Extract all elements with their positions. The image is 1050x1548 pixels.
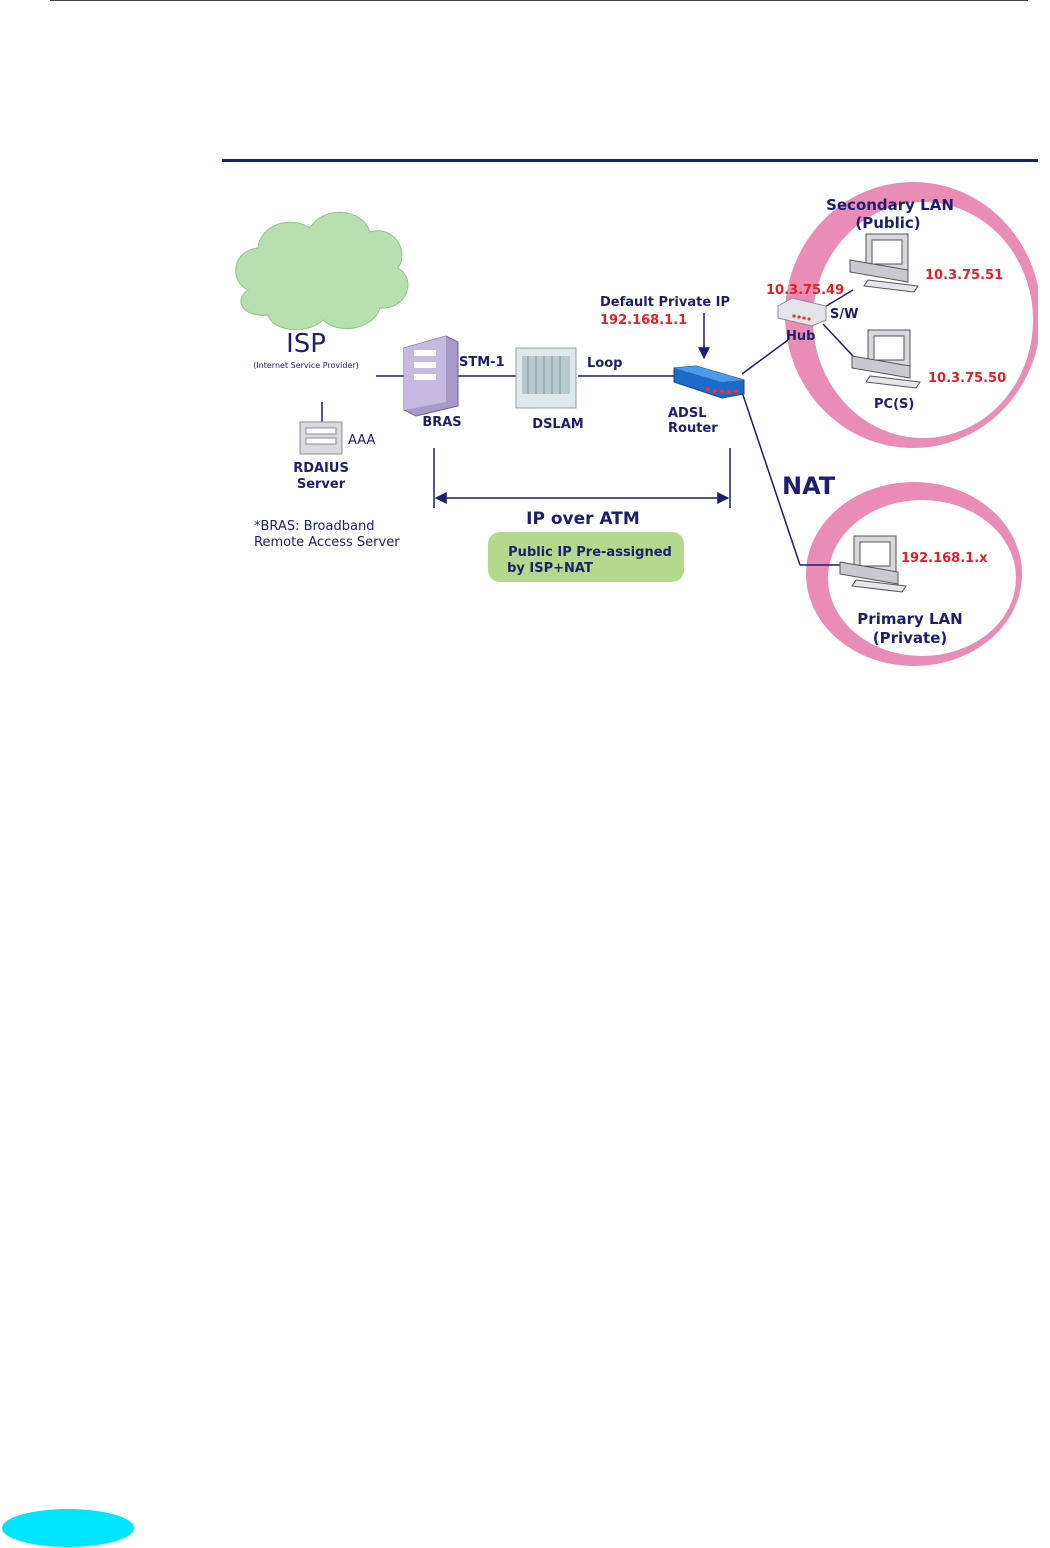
default-ip-label: Default Private IP bbox=[600, 295, 730, 310]
section-rule bbox=[222, 159, 1038, 162]
bras-tower-icon bbox=[403, 335, 459, 417]
primary-ip-label: 192.168.1.x bbox=[901, 551, 988, 566]
ip-over-atm-bracket bbox=[433, 448, 731, 508]
cloud-icon bbox=[235, 211, 409, 331]
sw-label: S/W bbox=[830, 307, 858, 322]
dslam-icon bbox=[515, 347, 577, 409]
primary-lan-title-line2: (Private) bbox=[873, 629, 948, 647]
public-ip-line1: Public IP Pre-assigned bbox=[508, 545, 672, 560]
router-label-line2: Router bbox=[668, 421, 718, 436]
computer-icon bbox=[849, 233, 919, 293]
secondary-lan-title-line2: (Public) bbox=[855, 214, 920, 232]
isp-sub-label: (Internet Service Provider) bbox=[253, 361, 359, 370]
primary-lan-title-line1: Primary LAN bbox=[857, 610, 962, 628]
computer-icon bbox=[851, 329, 921, 389]
computer-icon bbox=[839, 535, 907, 593]
hub-ip-label: 10.3.75.49 bbox=[766, 283, 844, 298]
server-icon bbox=[299, 421, 343, 455]
loop-label: Loop bbox=[587, 356, 622, 371]
page-number-badge bbox=[2, 1509, 134, 1547]
ip-over-atm-label: IP over ATM bbox=[526, 509, 640, 529]
stm1-label: STM-1 bbox=[459, 355, 505, 370]
default-ip-value: 192.168.1.1 bbox=[600, 313, 687, 328]
top-rule bbox=[50, 0, 1028, 1]
connection-lines bbox=[321, 289, 854, 566]
bras-note-line1: *BRAS: Broadband bbox=[254, 519, 374, 534]
aaa-label: AAA bbox=[348, 433, 376, 448]
pcs-label: PC(S) bbox=[874, 397, 914, 412]
router-icon bbox=[673, 365, 745, 399]
public-ip-box bbox=[488, 532, 684, 582]
pc1-ip-label: 10.3.75.51 bbox=[925, 268, 1003, 283]
network-diagram: ISP (Internet Service Provider) AAA RDAI… bbox=[228, 170, 1038, 666]
radius-label-line1: RDAIUS bbox=[293, 461, 349, 476]
isp-label: ISP bbox=[286, 329, 326, 359]
bras-note-line2: Remote Access Server bbox=[254, 535, 400, 550]
hub-label: Hub bbox=[786, 329, 815, 344]
router-label-line1: ADSL bbox=[668, 406, 707, 421]
secondary-lan-title-line1: Secondary LAN bbox=[826, 196, 954, 214]
public-ip-line2: by ISP+NAT bbox=[507, 561, 593, 576]
nat-label: NAT bbox=[782, 472, 836, 500]
hub-icon bbox=[777, 297, 827, 327]
pc2-ip-label: 10.3.75.50 bbox=[928, 371, 1006, 386]
radius-label-line2: Server bbox=[297, 477, 346, 492]
bras-label: BRAS bbox=[422, 415, 461, 430]
dslam-label: DSLAM bbox=[532, 417, 583, 432]
